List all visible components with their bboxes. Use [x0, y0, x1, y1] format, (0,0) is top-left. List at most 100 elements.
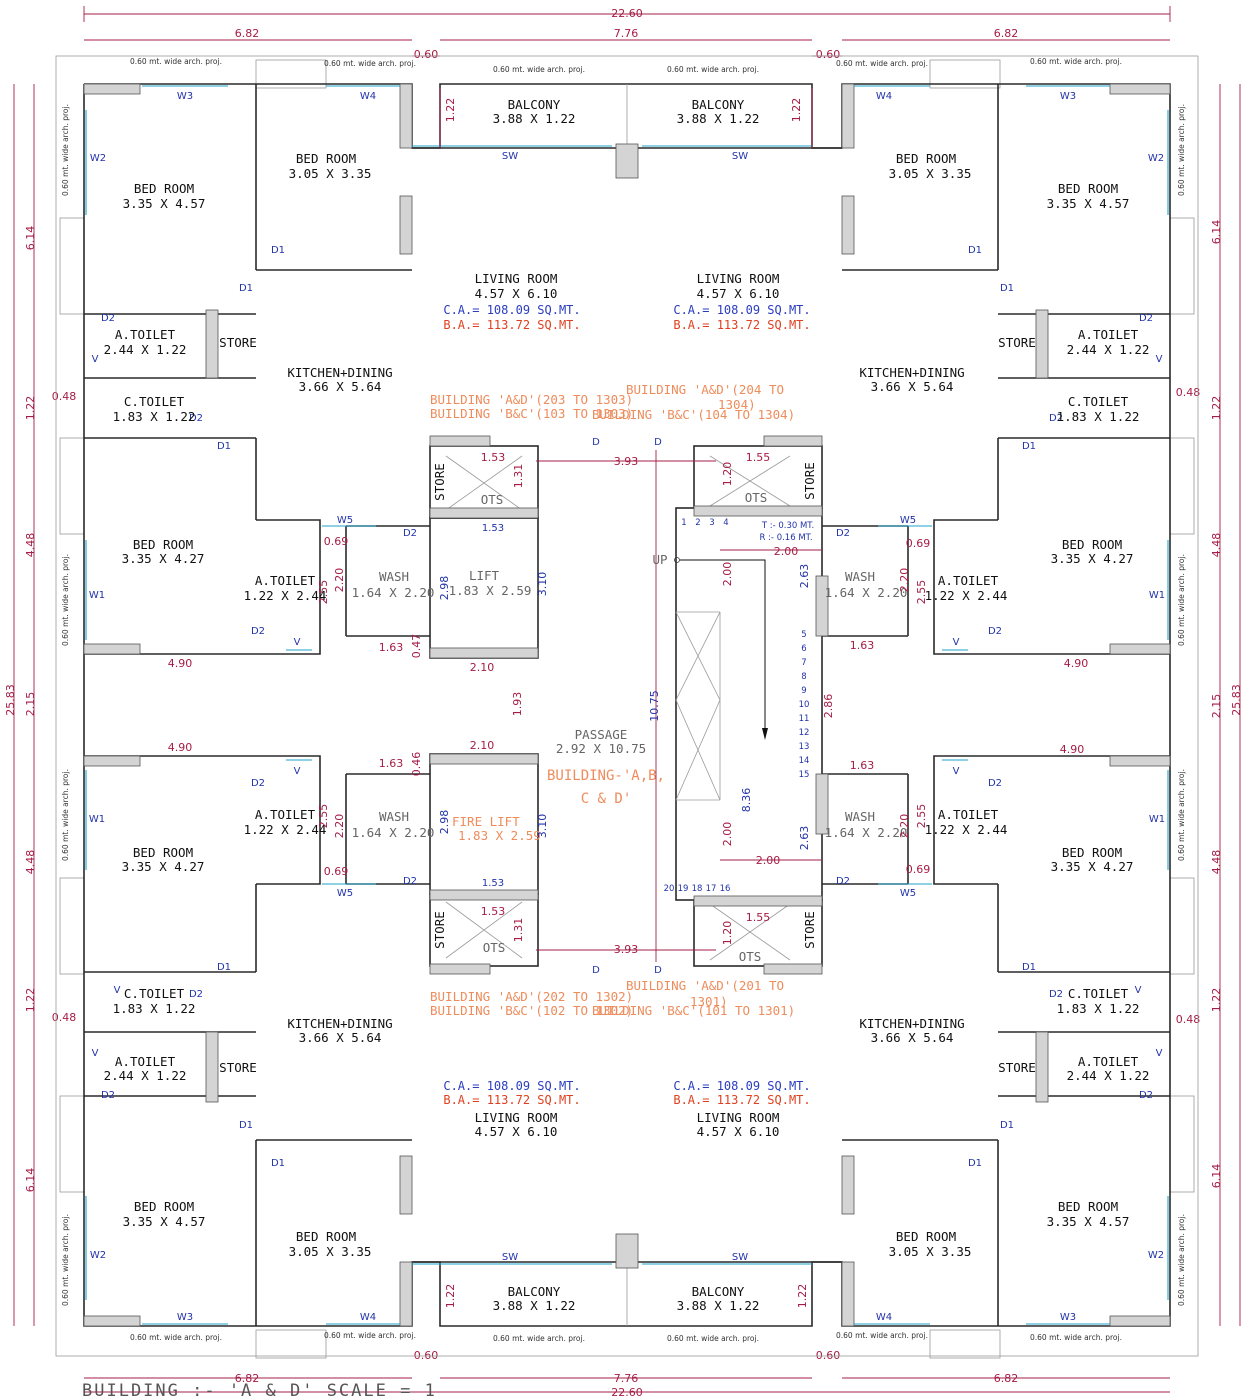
svg-text:4.90: 4.90 — [1064, 657, 1089, 670]
flat-label-tr: BUILDING 'A&D'(204 TO — [626, 382, 784, 397]
svg-text:0.60 mt. wide arch. proj.: 0.60 mt. wide arch. proj. — [1030, 1333, 1122, 1342]
svg-text:3.05 X 3.35: 3.05 X 3.35 — [889, 166, 972, 181]
svg-text:BUILDING 'B&C'(104 TO 1304): BUILDING 'B&C'(104 TO 1304) — [592, 407, 795, 422]
svg-text:D1: D1 — [239, 283, 253, 294]
svg-text:W3: W3 — [1060, 1312, 1076, 1323]
toilet-label: C.TOILET — [1068, 986, 1129, 1001]
svg-text:1.53: 1.53 — [482, 878, 504, 889]
svg-text:D: D — [592, 437, 600, 448]
svg-text:1.83 X 1.22: 1.83 X 1.22 — [1057, 1001, 1140, 1016]
svg-text:3.35 X 4.57: 3.35 X 4.57 — [123, 196, 206, 211]
kitchen-label: KITCHEN+DINING — [287, 1016, 392, 1031]
svg-text:0.60 mt. wide arch. proj.: 0.60 mt. wide arch. proj. — [324, 1331, 416, 1340]
svg-text:0.60 mt. wide arch. proj.: 0.60 mt. wide arch. proj. — [836, 1331, 928, 1340]
svg-text:1.20: 1.20 — [721, 462, 734, 487]
svg-text:0.48: 0.48 — [52, 390, 77, 403]
svg-text:2.00: 2.00 — [756, 854, 781, 867]
svg-text:6.14: 6.14 — [1210, 220, 1223, 245]
stair-step-number: 20 — [664, 884, 675, 894]
tread-note: T :- 0.30 MT. — [761, 521, 814, 531]
flat-labels: BUILDING 'A&D'(203 TO 1303) BUILDING 'B&… — [430, 382, 795, 1018]
svg-text:V: V — [1156, 354, 1163, 365]
svg-text:6.82: 6.82 — [994, 1372, 1019, 1385]
toilet-label: C.TOILET — [1068, 394, 1129, 409]
bottom-dimensions: 22.60 6.82 7.76 6.82 0.60 0.60 — [84, 1349, 1170, 1399]
svg-text:D2: D2 — [836, 876, 850, 887]
bedroom-label: BED ROOM — [133, 537, 193, 552]
svg-text:W4: W4 — [876, 91, 892, 102]
svg-text:SW: SW — [502, 151, 518, 162]
svg-text:1304): 1304) — [718, 397, 756, 412]
svg-text:1.20: 1.20 — [721, 921, 734, 946]
bedroom-label: BED ROOM — [1062, 537, 1122, 552]
svg-text:D1: D1 — [1000, 283, 1014, 294]
svg-text:V: V — [1156, 1048, 1163, 1059]
svg-text:3.88 X 1.22: 3.88 X 1.22 — [493, 1298, 576, 1313]
toilet-label: A.TOILET — [255, 807, 316, 822]
svg-text:D2: D2 — [189, 989, 203, 1000]
svg-text:W4: W4 — [360, 91, 376, 102]
svg-text:3.35 X 4.27: 3.35 X 4.27 — [1051, 551, 1134, 566]
bedroom-label: BED ROOM — [896, 1229, 956, 1244]
svg-text:3.35 X 4.27: 3.35 X 4.27 — [122, 859, 205, 874]
svg-text:BUILDING 'B&C'(102 TO 1302): BUILDING 'B&C'(102 TO 1302) — [430, 1003, 633, 1018]
carpet-area: C.A.= 108.09 SQ.MT. — [673, 1079, 810, 1093]
toilet-label: A.TOILET — [1078, 327, 1139, 342]
store-label: STORE — [998, 335, 1036, 350]
living-room-label: LIVING ROOM — [697, 1110, 780, 1125]
ots-label: OTS — [483, 940, 506, 955]
stair-step-number: 17 — [706, 884, 717, 894]
svg-text:D2: D2 — [988, 626, 1002, 637]
svg-text:2.10: 2.10 — [470, 661, 495, 674]
svg-text:0.69: 0.69 — [906, 537, 931, 550]
svg-text:D2: D2 — [988, 778, 1002, 789]
svg-text:1.22: 1.22 — [790, 98, 803, 123]
svg-text:2.55: 2.55 — [317, 580, 330, 605]
kitchen-label: KITCHEN+DINING — [287, 365, 392, 380]
svg-text:1.63: 1.63 — [379, 641, 404, 654]
stair-up-label: UP — [652, 552, 667, 567]
stair-step-number: 15 — [799, 770, 810, 780]
svg-text:3.88 X 1.22: 3.88 X 1.22 — [493, 111, 576, 126]
svg-text:W5: W5 — [337, 888, 353, 899]
svg-text:1.31: 1.31 — [512, 464, 525, 489]
svg-text:1.31: 1.31 — [512, 918, 525, 943]
room-labels-top: BALCONY 3.88 X 1.22 BALCONY 3.88 X 1.22 … — [104, 97, 1150, 603]
fire-lift-label: FIRE LIFT — [452, 814, 520, 829]
bedroom-label: BED ROOM — [1062, 845, 1122, 860]
opening-tags: W3 W4 W4 W3 W2 W2 SW SW D1 D1 D1 D1 D2 D… — [89, 91, 1165, 1323]
svg-text:3.88 X 1.22: 3.88 X 1.22 — [677, 1298, 760, 1313]
bedroom-label: BED ROOM — [296, 1229, 356, 1244]
carpet-area: C.A.= 108.09 SQ.MT. — [443, 1079, 580, 1093]
svg-text:3.93: 3.93 — [614, 943, 639, 956]
svg-text:3.66 X 5.64: 3.66 X 5.64 — [871, 379, 954, 394]
svg-text:3.66 X 5.64: 3.66 X 5.64 — [299, 1030, 382, 1045]
windows — [85, 85, 1169, 1325]
built-up-area: B.A.= 113.72 SQ.MT. — [673, 1093, 810, 1107]
svg-text:0.60 mt. wide arch. proj.: 0.60 mt. wide arch. proj. — [1030, 57, 1122, 66]
building-name: BUILDING-'A,B, — [547, 768, 665, 784]
svg-text:2.15: 2.15 — [1210, 694, 1223, 719]
flat-label-bl: BUILDING 'A&D'(202 TO 1302) — [430, 989, 633, 1004]
svg-text:D1: D1 — [968, 245, 982, 256]
svg-text:3.66 X 5.64: 3.66 X 5.64 — [299, 379, 382, 394]
svg-text:D2: D2 — [251, 778, 265, 789]
svg-text:W4: W4 — [876, 1312, 892, 1323]
store-label: STORE — [219, 1060, 257, 1075]
toilet-label: A.TOILET — [255, 573, 316, 588]
svg-text:6.82: 6.82 — [994, 27, 1019, 40]
svg-text:V: V — [92, 354, 99, 365]
stair-step-number: 1 — [681, 518, 686, 528]
svg-text:0.60 mt. wide arch. proj.: 0.60 mt. wide arch. proj. — [61, 769, 70, 861]
stair-step-number: 7 — [801, 658, 806, 668]
svg-text:D2: D2 — [189, 413, 203, 424]
svg-text:0.60 mt. wide arch. proj.: 0.60 mt. wide arch. proj. — [1177, 104, 1186, 196]
svg-text:D2: D2 — [403, 528, 417, 539]
svg-text:D1: D1 — [271, 245, 285, 256]
svg-text:C & D': C & D' — [581, 791, 632, 807]
svg-text:1.83 X 1.22: 1.83 X 1.22 — [1057, 409, 1140, 424]
ots-label: OTS — [481, 492, 504, 507]
svg-text:D2: D2 — [1049, 413, 1063, 424]
built-up-area: B.A.= 113.72 SQ.MT. — [443, 1093, 580, 1107]
svg-text:6.14: 6.14 — [24, 1168, 37, 1193]
